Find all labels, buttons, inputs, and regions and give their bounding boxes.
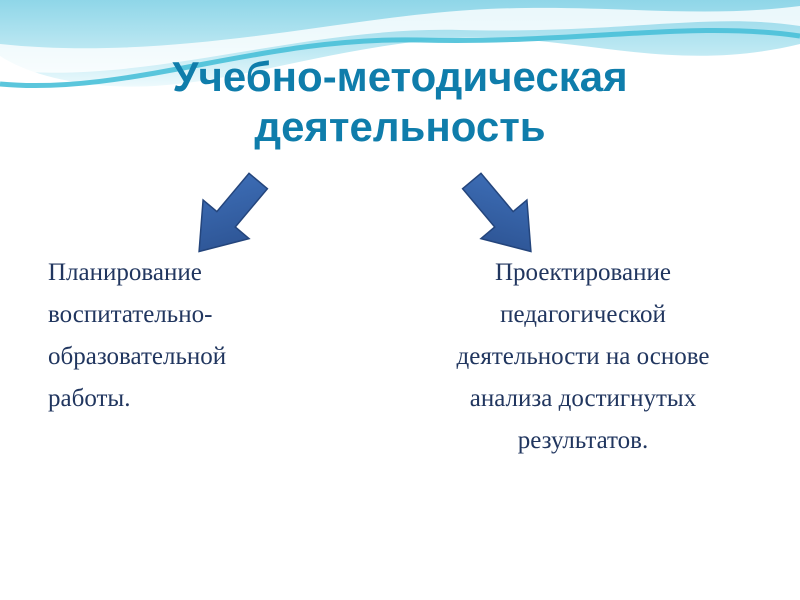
- left-text-line-3: образовательной: [48, 343, 227, 370]
- right-text-line-2: педагогической: [500, 301, 666, 328]
- right-text-line-4: анализа достигнутых: [469, 385, 697, 412]
- slide-title-line-1: Учебно-методическая: [172, 53, 628, 100]
- slide-title-line-2: деятельность: [254, 103, 546, 150]
- left-text-block: Планирование воспитательно- образователь…: [48, 252, 348, 420]
- arrow-down-left-icon: [198, 172, 269, 253]
- left-text-line-4: работы.: [48, 385, 131, 412]
- right-text-line-5: результатов.: [517, 427, 649, 454]
- arrow-down-right-icon: [461, 172, 532, 253]
- right-text-line-3: деятельности на основе: [456, 343, 710, 370]
- right-text-block: Проектирование педагогической деятельнос…: [408, 252, 758, 462]
- right-text-line-1: Проектирование: [494, 259, 671, 286]
- left-text-line-2: воспитательно-: [48, 301, 213, 328]
- slide-title: Учебно-методическая деятельность: [0, 52, 800, 152]
- left-text-line-1: Планирование: [48, 259, 202, 286]
